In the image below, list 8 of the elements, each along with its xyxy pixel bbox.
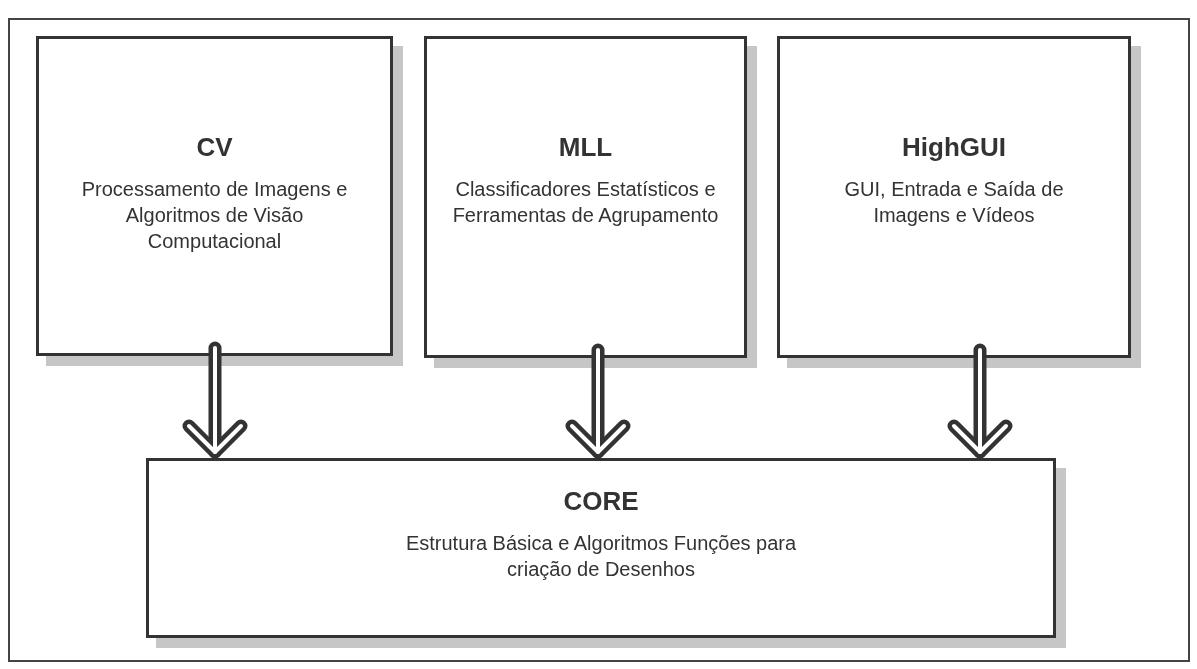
module-description: Processamento de Imagens e Algoritmos de Visão Computacional: [80, 176, 349, 254]
module-title: CORE: [563, 485, 639, 518]
module-description: GUI, Entrada e Saída de Imagens e Vídeos: [843, 176, 1065, 228]
module-description: Classificadores Estatísticos e Ferramentas de Agrupamento: [451, 176, 720, 228]
module-title: MLL: [558, 131, 613, 164]
module-description: Estrutura Básica e Algoritmos Funções para criação de Desenhos: [404, 530, 798, 582]
module-title: HighGUI: [902, 131, 1006, 164]
module-title: CV: [196, 131, 233, 164]
